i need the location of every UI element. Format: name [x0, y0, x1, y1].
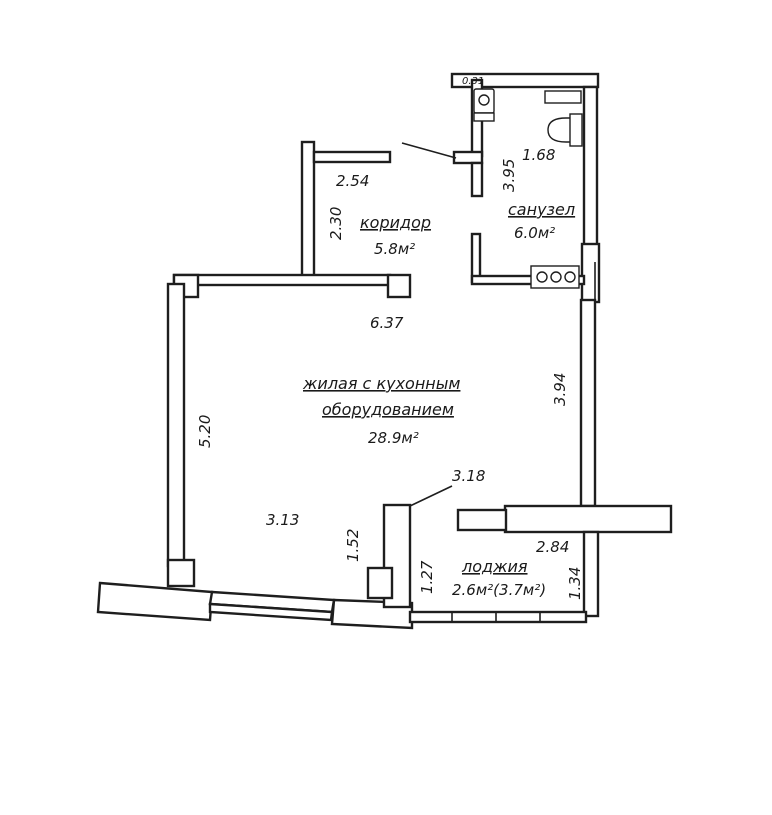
dim-loggia-diag: 3.18 [452, 467, 485, 485]
loggia-name: лоджия [461, 557, 528, 576]
living-name-line1: жилая с кухонным [302, 374, 460, 393]
dim-corridor-width: 2.54 [336, 172, 369, 190]
loggia-right-wall [582, 530, 600, 618]
dim-top-strip: 0.31 [462, 76, 484, 87]
door-stub [452, 150, 484, 165]
bottom-left-column [166, 558, 196, 588]
bath-bottom-partition [470, 274, 586, 286]
corridor-left-wall [300, 140, 316, 282]
dim-living-bottom: 3.13 [266, 511, 299, 529]
toilet-tank-icon [569, 113, 583, 147]
living-left-wall [166, 282, 186, 568]
nook-column [366, 566, 394, 600]
burner-icon [536, 271, 548, 283]
burner-icon [550, 271, 562, 283]
corridor-area: 5.8м² [374, 240, 415, 258]
dimension-labels: 0.31 2.54 2.30 1.68 3.95 6.37 3.94 5.20 … [196, 76, 584, 600]
living-name-line2: оборудованием [322, 400, 454, 419]
dim-bath-width: 1.68 [522, 146, 555, 164]
top-wall-strip [450, 72, 600, 89]
room-labels: коридор 5.8м² санузел 6.0м² жилая с кухо… [302, 200, 575, 599]
dim-loggia-width: 2.84 [536, 538, 569, 556]
loggia-top-slab [503, 504, 673, 534]
bath-right-wall [582, 85, 599, 249]
dim-living-left: 5.20 [196, 415, 214, 448]
loggia-glazing [408, 610, 588, 624]
loggia-area: 2.6м²(3.7м²) [452, 581, 546, 599]
bottom-window-sill [208, 602, 334, 622]
loggia-top-slab-inner [456, 508, 508, 532]
door-swing-line [401, 142, 457, 159]
washer-icon [473, 112, 495, 122]
burner-icon [564, 271, 576, 283]
dim-corridor-depth: 2.30 [327, 207, 345, 240]
dim-living-width: 6.37 [370, 314, 404, 332]
detail-lines [401, 142, 596, 622]
dim-loggia-left: 1.27 [418, 560, 436, 594]
bottom-left-wall [96, 581, 214, 622]
living-top-wall [172, 273, 392, 287]
corridor-name: коридор [360, 213, 431, 232]
bathroom-area: 6.0м² [514, 224, 555, 242]
bath-left-partition [470, 232, 482, 284]
bathroom-fixtures [473, 88, 583, 289]
dim-living-right: 3.94 [551, 373, 569, 406]
shelf-icon [544, 90, 582, 104]
walls [96, 72, 673, 630]
washbasin-drain-icon [478, 94, 490, 106]
dim-loggia-right: 1.34 [566, 567, 584, 600]
corridor-top-wall [312, 150, 392, 164]
top-column-right [386, 273, 412, 299]
dim-nook-depth: 1.52 [344, 529, 362, 562]
bath-left-stub-lower [470, 161, 484, 198]
dim-bath-depth: 3.95 [500, 159, 518, 192]
living-right-wall [579, 298, 597, 508]
loggia-pointer-line [409, 485, 453, 507]
right-wall-column [580, 242, 601, 304]
living-area: 28.9м² [368, 429, 419, 447]
bathroom-name: санузел [508, 200, 575, 219]
